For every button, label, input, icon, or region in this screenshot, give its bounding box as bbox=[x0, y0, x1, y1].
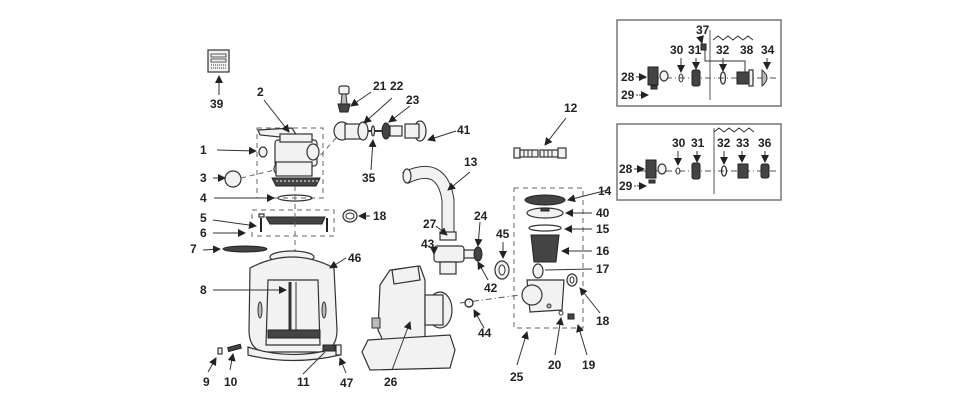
elbow-pipe-part-13 bbox=[402, 166, 454, 232]
inset-bottom-label-33: 33 bbox=[736, 136, 750, 150]
inset-bottom-label-30: 30 bbox=[672, 136, 686, 150]
base-connector-part-47 bbox=[335, 344, 342, 356]
inset-top-label-34: 34 bbox=[761, 43, 775, 57]
label-20: 20 bbox=[548, 358, 562, 372]
filter-tank-part-46 bbox=[247, 250, 341, 362]
check-valve-assembly bbox=[333, 85, 427, 142]
label-12: 12 bbox=[564, 101, 578, 115]
label-25: 25 bbox=[510, 370, 524, 384]
label-1: 1 bbox=[200, 143, 207, 157]
inset-top-label-31: 31 bbox=[688, 43, 702, 57]
label-7: 7 bbox=[190, 242, 197, 256]
valve-group-box bbox=[256, 127, 324, 199]
label-5: 5 bbox=[200, 211, 207, 225]
t-valve-assembly bbox=[433, 231, 483, 275]
inset-bottom-label-29: 29 bbox=[619, 179, 633, 193]
label-4: 4 bbox=[200, 191, 207, 205]
label-42: 42 bbox=[484, 281, 498, 295]
inset-bottom-label-31: 31 bbox=[691, 136, 705, 150]
label-39: 39 bbox=[210, 97, 224, 111]
hose-part-12 bbox=[513, 147, 567, 159]
label-35: 35 bbox=[362, 171, 376, 185]
label-3: 3 bbox=[200, 171, 207, 185]
control-panel-part-39: 39 bbox=[207, 49, 230, 111]
label-45: 45 bbox=[496, 227, 510, 241]
gasket-part-7 bbox=[222, 245, 268, 253]
inset-top-label-29: 29 bbox=[621, 88, 635, 102]
strainer-group-box bbox=[513, 187, 584, 329]
label-16: 16 bbox=[596, 244, 610, 258]
inset-top-label-30: 30 bbox=[670, 43, 684, 57]
inset-bottom-label-36: 36 bbox=[758, 136, 772, 150]
inset-top-label-38: 38 bbox=[740, 43, 754, 57]
clamp-part-5 bbox=[258, 213, 328, 232]
pressure-gauge-part-3 bbox=[224, 170, 242, 188]
pump-motor-part-26 bbox=[361, 265, 456, 371]
o-ring-part-20 bbox=[558, 310, 564, 316]
label-41: 41 bbox=[457, 123, 471, 137]
drain-plug-part-19 bbox=[567, 313, 575, 320]
label-21: 21 bbox=[373, 79, 387, 93]
label-10: 10 bbox=[224, 375, 238, 389]
plug-part-1 bbox=[258, 146, 268, 158]
label-9: 9 bbox=[203, 375, 210, 389]
label-47: 47 bbox=[340, 376, 354, 390]
label-27: 27 bbox=[423, 217, 437, 231]
drain-plug-part-10 bbox=[227, 343, 242, 353]
inset-bottom-label-32: 32 bbox=[717, 136, 731, 150]
inset-bottom-label-28: 28 bbox=[619, 162, 633, 176]
o-ring-part-44 bbox=[464, 298, 474, 308]
label-23: 23 bbox=[406, 93, 420, 107]
label-19: 19 bbox=[582, 358, 596, 372]
label-17: 17 bbox=[596, 262, 610, 276]
label-26: 26 bbox=[384, 375, 398, 389]
label-14: 14 bbox=[598, 184, 612, 198]
label-13: 13 bbox=[464, 155, 478, 169]
inset-top-label-37: 37 bbox=[696, 23, 710, 37]
drain-cap-part-9 bbox=[217, 347, 223, 355]
label-44: 44 bbox=[478, 326, 492, 340]
strainer-housing bbox=[521, 194, 566, 313]
label-15: 15 bbox=[596, 222, 610, 236]
label-11: 11 bbox=[297, 375, 310, 389]
label-24: 24 bbox=[474, 209, 488, 223]
label-6: 6 bbox=[200, 226, 207, 240]
label-40: 40 bbox=[596, 206, 610, 220]
label-8: 8 bbox=[200, 283, 207, 297]
multiport-valve-part-2 bbox=[257, 127, 321, 187]
label-43: 43 bbox=[421, 237, 435, 251]
inset-top-label-32: 32 bbox=[716, 43, 730, 57]
label-2: 2 bbox=[257, 85, 264, 99]
label-22: 22 bbox=[390, 79, 404, 93]
drain-valve-part-11 bbox=[322, 344, 336, 352]
label-46: 46 bbox=[348, 251, 362, 265]
label-18b: 18 bbox=[596, 314, 610, 328]
label-18a: 18 bbox=[373, 209, 387, 223]
inset-top-label-28: 28 bbox=[621, 70, 635, 84]
